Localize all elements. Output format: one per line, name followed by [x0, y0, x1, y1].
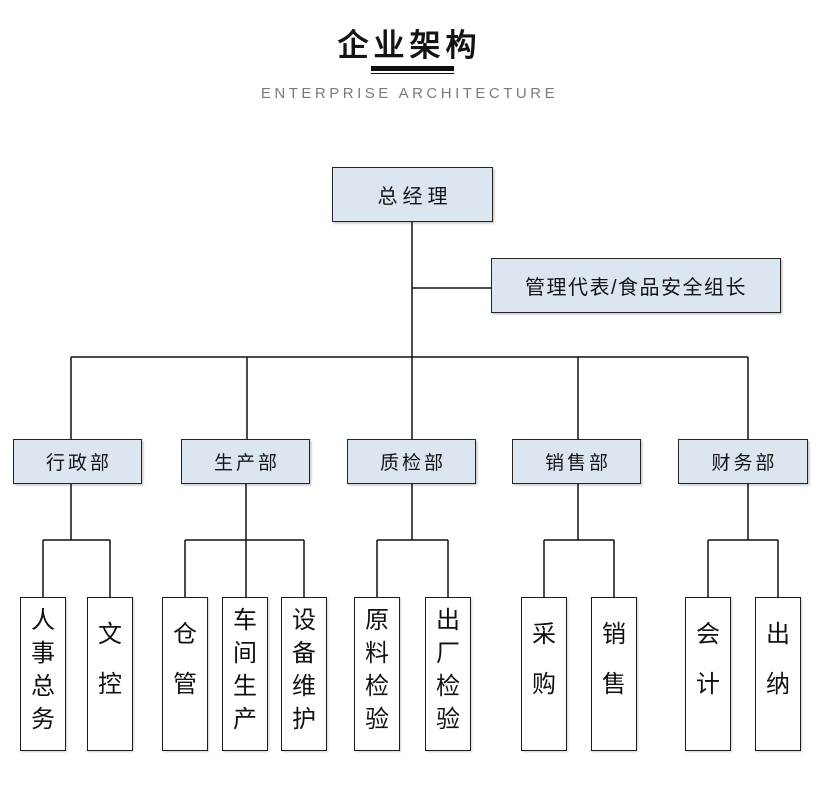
org-node-warehouse: 仓管 — [162, 597, 208, 751]
org-node-cashier: 出纳 — [755, 597, 801, 751]
org-node-raw-material-inspection: 原料检验 — [354, 597, 400, 751]
unit-label: 采购 — [532, 621, 556, 698]
unit-label: 原料检验 — [365, 607, 389, 733]
org-node-purchasing: 采购 — [521, 597, 567, 751]
unit-label: 设备维护 — [292, 607, 316, 733]
org-node-dept-finance: 财务部 — [678, 439, 808, 484]
org-node-general-manager: 总经理 — [332, 167, 493, 222]
page-title: 企业架构 — [337, 28, 482, 63]
org-node-outgoing-inspection: 出厂检验 — [425, 597, 471, 751]
org-node-dept-quality: 质检部 — [347, 439, 476, 484]
unit-label: 仓管 — [173, 621, 197, 698]
unit-label: 出厂检验 — [436, 607, 460, 733]
unit-label: 出纳 — [766, 621, 790, 698]
org-node-accounting: 会计 — [685, 597, 731, 751]
unit-label: 文控 — [98, 621, 122, 698]
org-node-workshop-production: 车间生产 — [222, 597, 268, 751]
unit-label: 销售 — [602, 621, 626, 698]
org-node-dept-admin: 行政部 — [13, 439, 142, 484]
org-node-equipment-maintenance: 设备维护 — [281, 597, 327, 751]
org-node-dept-sales: 销售部 — [512, 439, 641, 484]
title-underline — [371, 66, 454, 74]
unit-label: 人事总务 — [31, 607, 55, 733]
org-node-management-representative: 管理代表/食品安全组长 — [491, 258, 781, 313]
org-node-dept-production: 生产部 — [181, 439, 310, 484]
page-subtitle: ENTERPRISE ARCHITECTURE — [260, 85, 559, 102]
unit-label: 会计 — [696, 621, 720, 698]
org-node-sales-unit: 销售 — [591, 597, 637, 751]
unit-label: 车间生产 — [233, 607, 257, 733]
org-node-document-control: 文控 — [87, 597, 133, 751]
title-underline-thick — [371, 66, 454, 71]
title-underline-thin — [371, 73, 454, 74]
org-node-hr-general-affairs: 人事总务 — [20, 597, 66, 751]
